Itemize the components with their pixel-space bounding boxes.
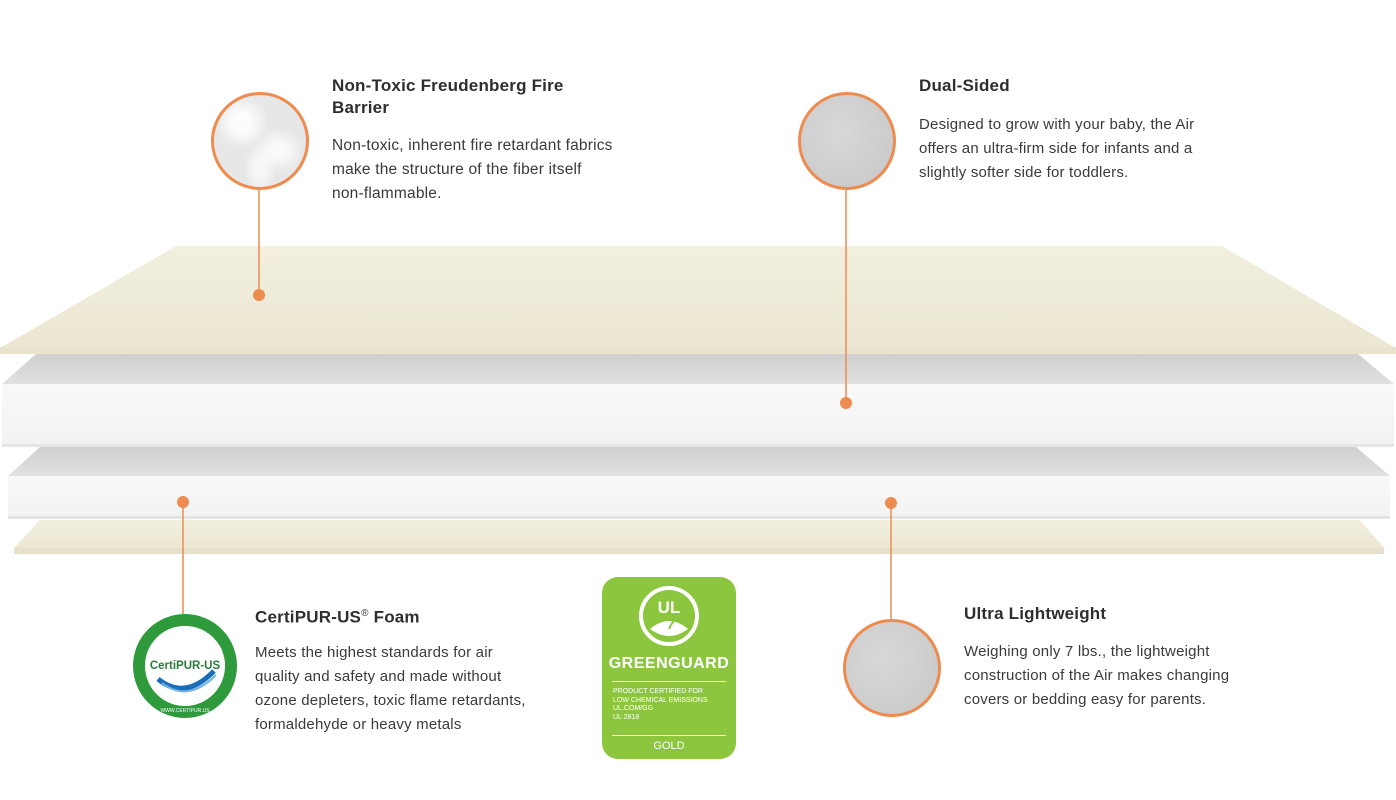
leader-dual-sided	[840, 190, 852, 409]
greenguard-line-4: UL 2818	[613, 713, 640, 721]
certipur-us-logo: CertiPUR-US WWW.CERTIPUR.US CONTAINS CER…	[132, 613, 237, 718]
certipur-title: CertiPUR-US® Foam	[255, 603, 555, 629]
leader-fire-barrier	[253, 190, 265, 301]
greenguard-line-3: UL.COM/GG	[613, 705, 654, 712]
leader-lightweight	[885, 497, 897, 620]
dual-sided-title: Dual-Sided	[919, 76, 1010, 95]
dual-sided-swatch	[798, 92, 896, 190]
dual-sided-description: Designed to grow with your baby, the Air…	[919, 116, 1195, 181]
certipur-logo-url: WWW.CERTIPUR.US	[160, 708, 210, 714]
leader-certipur	[177, 496, 189, 614]
certipur-logo-name: CertiPUR-US	[150, 660, 221, 672]
lightweight-title: Ultra Lightweight	[964, 604, 1107, 623]
certipur-description: Meets the highest standards for air qual…	[255, 644, 526, 733]
greenguard-name: GREENGUARD	[608, 655, 730, 672]
bottom-fabric-layer	[14, 520, 1384, 554]
upper-foam-layer	[2, 354, 1394, 447]
lower-foam-layer	[8, 447, 1390, 519]
ul-leaf-icon: UL	[639, 586, 699, 646]
greenguard-line-1: PRODUCT CERTIFIED FOR	[613, 688, 703, 695]
fire-barrier-swatch	[211, 92, 309, 190]
greenguard-tier: GOLD	[653, 740, 685, 752]
greenguard-line-2: LOW CHEMICAL EMISSIONS	[613, 696, 708, 704]
lightweight-description: Weighing only 7 lbs., the lightweight co…	[964, 643, 1230, 708]
top-fire-barrier-layer	[0, 246, 1396, 354]
greenguard-divider-2	[612, 735, 726, 736]
greenguard-gold-badge: UL GREENGUARD PRODUCT CERTIFIED FOR LOW …	[602, 577, 736, 759]
fire-barrier-title: Non-Toxic Freudenberg Fire Barrier	[332, 76, 564, 117]
lightweight-swatch	[843, 619, 941, 717]
ul-logo-text: UL	[658, 598, 681, 617]
fire-barrier-description: Non-toxic, inherent fire retardant fabri…	[332, 137, 613, 202]
certipur-title-name: CertiPUR-US	[255, 607, 362, 627]
certipur-title-suffix: Foam	[368, 607, 420, 627]
registered-mark: ®	[361, 608, 369, 619]
greenguard-divider	[612, 681, 726, 682]
